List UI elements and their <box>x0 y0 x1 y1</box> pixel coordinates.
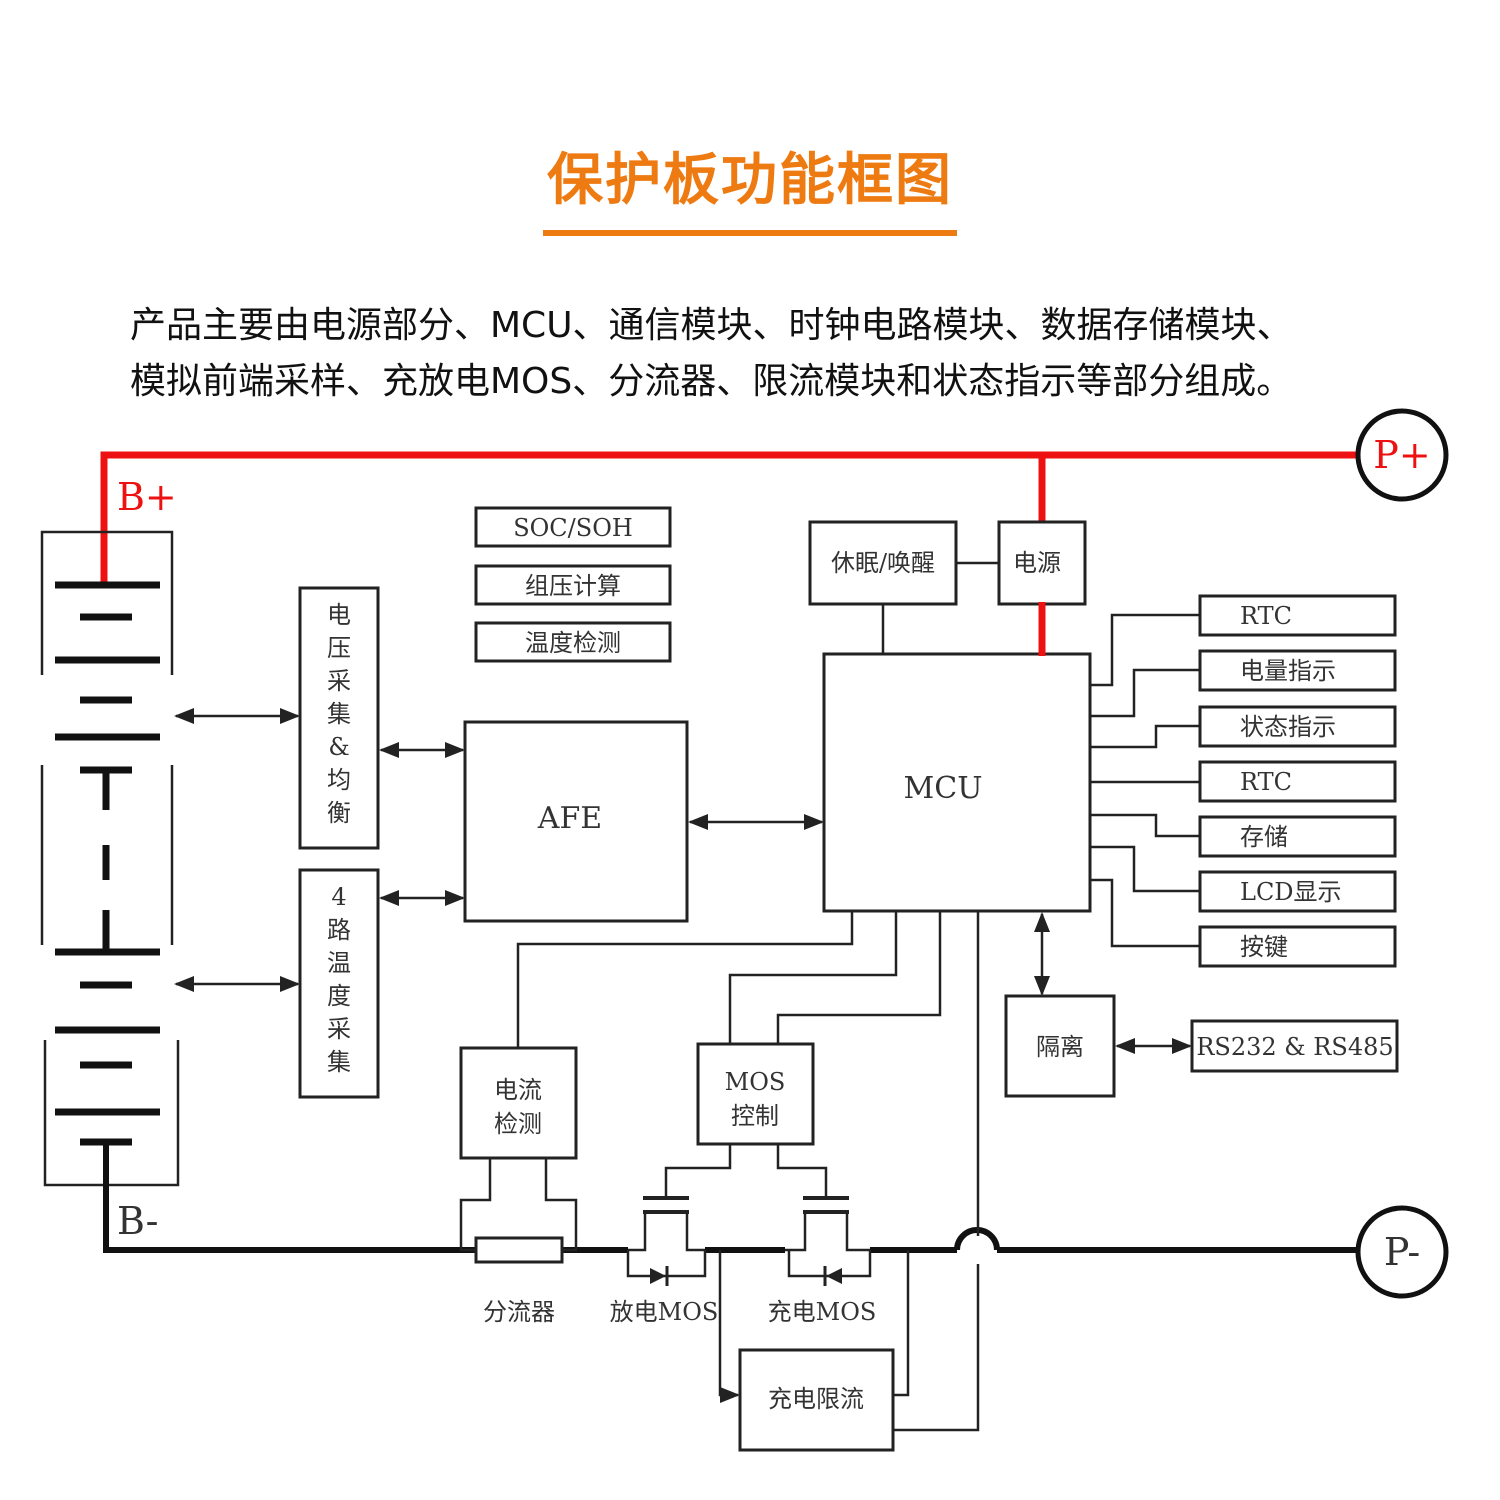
current-detect-line-1: 电流 <box>494 1076 542 1104</box>
temp-sampling-label: 4 路 温 度 采 集 <box>327 883 351 1076</box>
temp-detect-box <box>474 621 672 663</box>
soc-soh-box <box>474 506 672 548</box>
soc-soh-label: SOC/SOH <box>513 514 633 542</box>
ts-char: 4 <box>331 883 346 911</box>
mos-control-line-1: MOS <box>725 1068 786 1096</box>
rtc-box <box>1198 594 1397 637</box>
mcu-label: MCU <box>904 771 983 806</box>
intro-line-1: 产品主要由电源部分、MCU、通信模块、时钟电路模块、数据存储模块、 <box>130 305 1293 346</box>
temp-sampling-box <box>298 868 380 1099</box>
sleep-wake-box <box>808 520 958 606</box>
mcu-down-links <box>516 911 980 1432</box>
pack-voltage-box <box>474 564 672 606</box>
mos-control-box <box>696 1042 815 1146</box>
intro-line-2: 模拟前端采样、充放电MOS、分流器、限流模块和状态指示等部分组成。 <box>130 361 1293 402</box>
bidirectional-arrows <box>174 708 1192 1054</box>
power-label: 电源 <box>1013 549 1061 577</box>
current-detect-box <box>459 1046 578 1160</box>
ts-char: 温 <box>327 949 351 977</box>
rs-box <box>1190 1019 1399 1073</box>
afe-box <box>463 720 689 923</box>
ts-char: 路 <box>327 916 351 944</box>
rtc-2-box <box>1198 760 1397 803</box>
battery-level-box <box>1198 649 1397 692</box>
vs-char: & <box>328 733 349 761</box>
shunt <box>459 1158 578 1264</box>
p-minus-label: P- <box>1384 1230 1420 1274</box>
peripheral-boxes: RTC 电量指示 状态指示 RTC 存储 LCD显示 按键 <box>1198 594 1397 968</box>
p-minus-terminal: P- <box>1355 1205 1449 1299</box>
discharge-mos-label: 放电MOS <box>610 1298 719 1326</box>
negative-bus <box>103 1142 1358 1253</box>
ts-char: 采 <box>327 1015 351 1043</box>
charge-mosfet <box>776 1144 872 1286</box>
rtc-label: RTC <box>1240 602 1292 630</box>
power-box <box>997 520 1087 606</box>
isolation-box <box>1004 994 1116 1098</box>
mcu-box <box>822 652 1092 913</box>
b-plus-label: B+ <box>117 475 177 519</box>
title-wrap: 保护板功能框图 <box>0 135 1500 236</box>
pack-voltage-label: 组压计算 <box>525 572 621 600</box>
sleep-wake-label: 休眠/唤醒 <box>831 549 935 577</box>
positive-bus <box>100 451 1356 656</box>
peripheral-wiring <box>1090 613 1200 948</box>
mos-control-line-2: 控制 <box>731 1102 779 1130</box>
rs-label: RS232 & RS485 <box>1196 1033 1393 1061</box>
status-indicator-label: 状态指示 <box>1240 713 1336 741</box>
storage-label: 存储 <box>1240 823 1288 851</box>
p-plus-label: P+ <box>1373 433 1430 477</box>
charge-limit-box <box>738 1348 895 1452</box>
rtc-2-label: RTC <box>1240 768 1292 796</box>
ts-char: 度 <box>327 982 351 1010</box>
afe-label: AFE <box>537 801 602 836</box>
vs-char: 压 <box>327 634 351 662</box>
voltage-sampling-box <box>298 586 380 850</box>
shunt-label: 分流器 <box>483 1298 555 1326</box>
ts-char: 集 <box>327 1048 351 1076</box>
p-plus-terminal: P+ <box>1355 408 1449 502</box>
lcd-label: LCD显示 <box>1240 878 1342 906</box>
battery-pack <box>40 530 180 1187</box>
current-detect-line-2: 检测 <box>494 1110 542 1138</box>
key-label: 按键 <box>1240 933 1288 961</box>
isolation-label: 隔离 <box>1036 1033 1084 1061</box>
vs-char: 电 <box>327 601 351 629</box>
vs-char: 均 <box>327 766 351 794</box>
status-indicator-box <box>1198 705 1397 748</box>
vs-char: 采 <box>327 667 351 695</box>
charge-limit-label: 充电限流 <box>768 1385 864 1413</box>
temp-detect-label: 温度检测 <box>525 629 621 657</box>
vs-char: 衡 <box>327 799 351 827</box>
intro-text: 产品主要由电源部分、MCU、通信模块、时钟电路模块、数据存储模块、 模拟前端采样… <box>130 298 1420 410</box>
limit-output-link <box>893 1250 910 1397</box>
charge-mos-label: 充电MOS <box>768 1298 877 1326</box>
storage-box <box>1198 815 1397 858</box>
vs-char: 集 <box>327 700 351 728</box>
voltage-sampling-label: 电 压 采 集 & 均 衡 <box>327 601 351 827</box>
discharge-mosfet <box>626 1144 732 1286</box>
battery-level-label: 电量指示 <box>1240 657 1336 685</box>
limit-input-link <box>718 1250 740 1403</box>
key-box <box>1198 925 1397 968</box>
shunt-resistor <box>474 1236 564 1264</box>
page-title: 保护板功能框图 <box>543 135 957 236</box>
b-minus-label: B- <box>117 1199 158 1243</box>
